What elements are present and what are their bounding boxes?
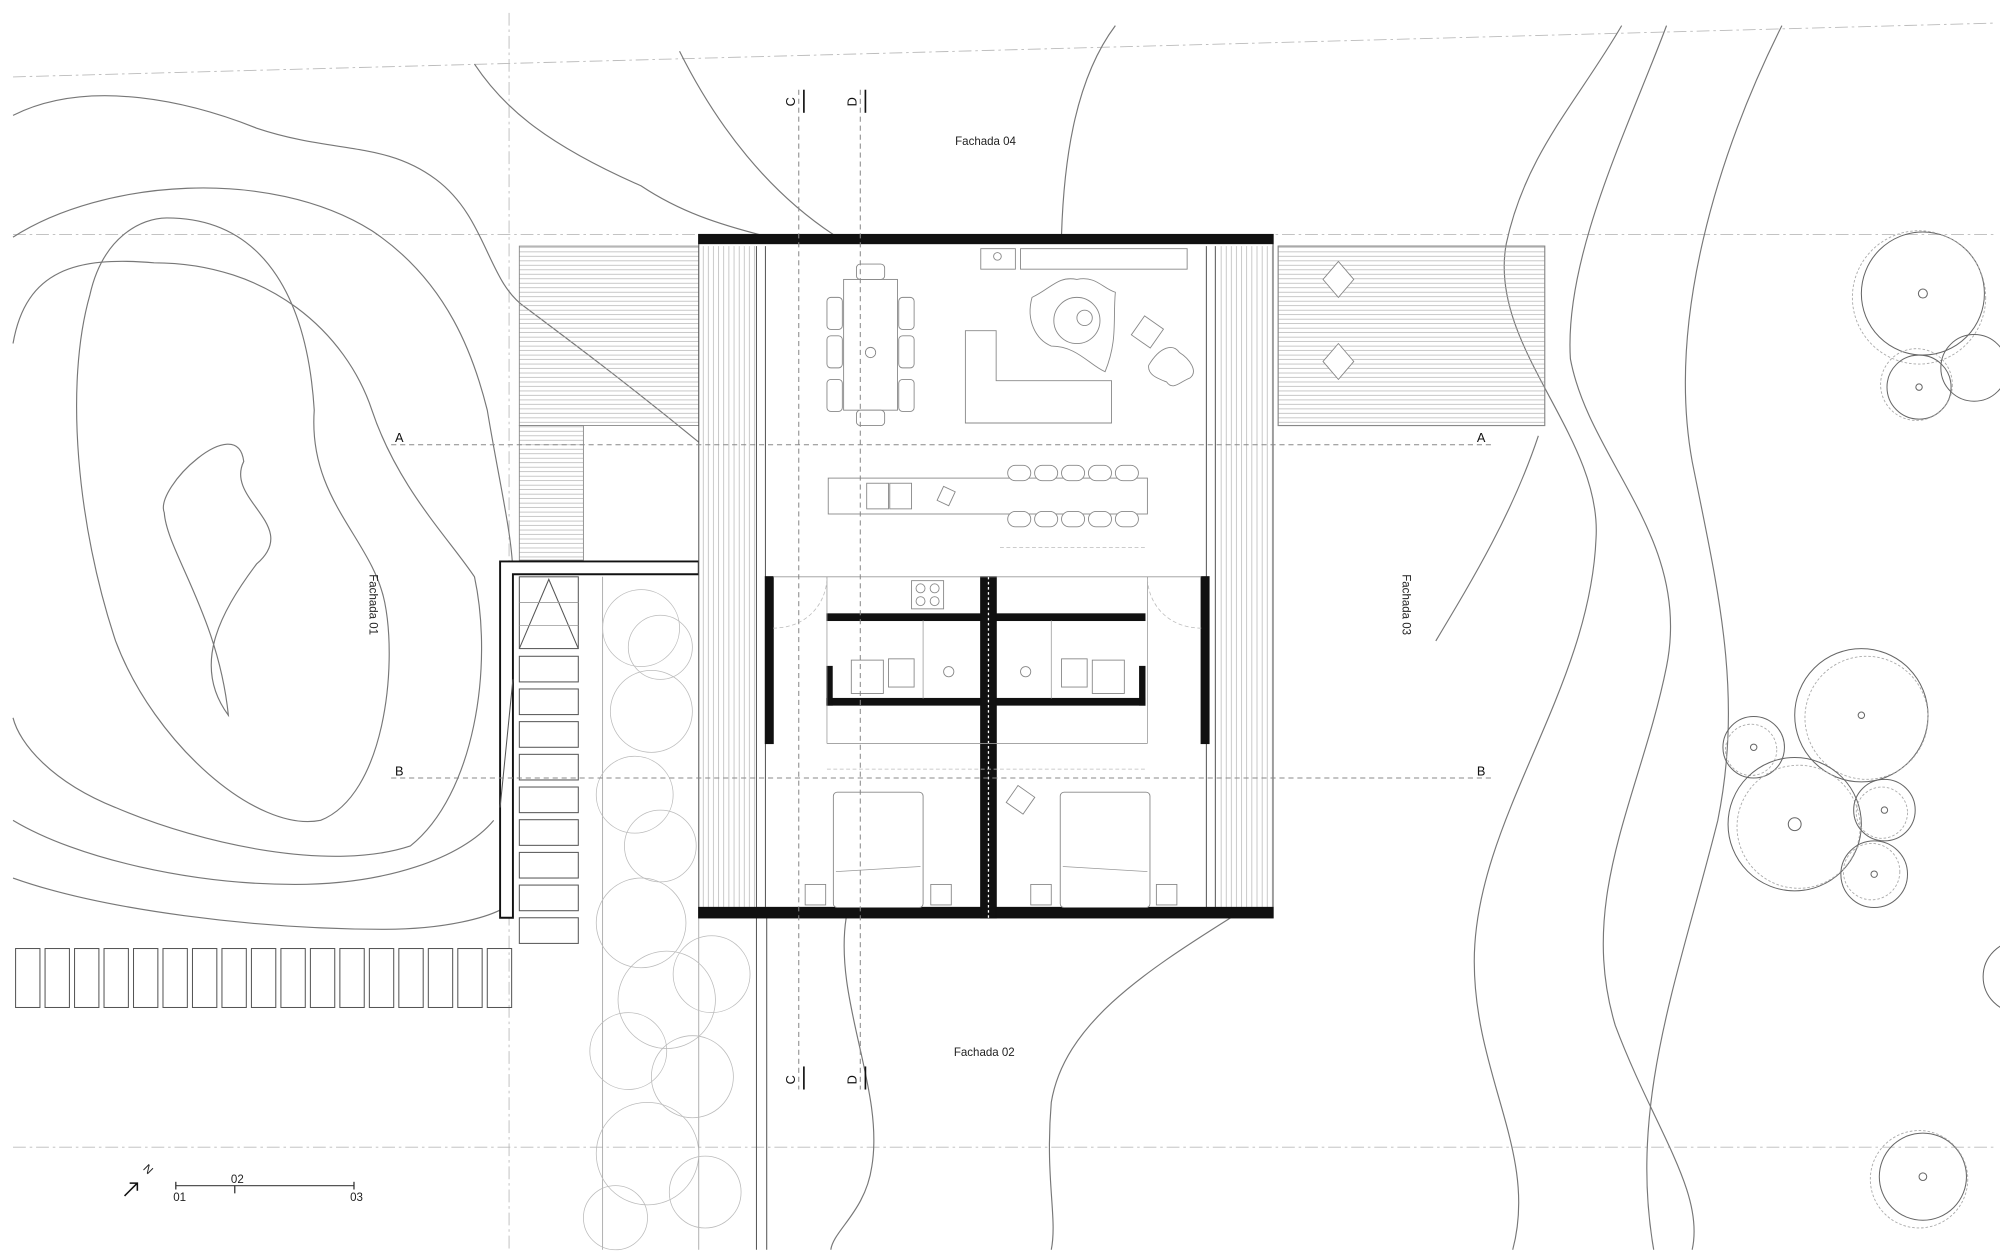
north-label: N <box>140 1163 154 1177</box>
facade-label-01: Fachada 01 <box>366 574 378 635</box>
scale-tick-03: 03 <box>350 1192 363 1204</box>
scale-tick-01: 01 <box>173 1192 186 1204</box>
stair-step <box>518 819 579 846</box>
trees <box>1722 230 2000 1229</box>
north-arrow-icon: N <box>123 1163 155 1197</box>
section-marker-d-bottom: D <box>844 1075 859 1084</box>
parking-space <box>74 948 100 1008</box>
scale-bar: 01 02 03 <box>173 1174 363 1204</box>
bar-stool <box>1087 510 1112 528</box>
parking-space <box>162 948 188 1008</box>
facade-label-02: Fachada 02 <box>954 1047 1015 1059</box>
section-lines: A A B B C D C D <box>391 89 1494 1090</box>
stair-step <box>518 851 579 879</box>
scale-tick-02: 02 <box>231 1174 244 1186</box>
parking-space <box>368 948 395 1008</box>
section-marker-c-bottom: C <box>783 1075 798 1084</box>
parking-space <box>309 948 336 1008</box>
stair-step <box>518 655 579 683</box>
parking-space <box>398 948 424 1008</box>
garden-path <box>583 576 768 1251</box>
parking-space <box>486 948 513 1008</box>
parking-space <box>250 948 277 1008</box>
section-marker-b-right: B <box>1477 763 1486 778</box>
parking-space <box>44 948 70 1008</box>
parking-space <box>280 948 306 1008</box>
section-marker-d-top: D <box>844 97 859 106</box>
bar-stool <box>1007 464 1032 482</box>
bar-stool <box>1114 510 1139 528</box>
stair-step <box>518 721 579 748</box>
facade-label-03: Fachada 03 <box>1399 574 1411 635</box>
parking-space <box>339 948 365 1008</box>
facade-label-04: Fachada 04 <box>955 136 1016 148</box>
stair-step <box>518 917 579 944</box>
bar-stool <box>1034 464 1059 482</box>
stair-step <box>518 786 579 814</box>
decks <box>518 245 1546 561</box>
stair-step <box>518 884 579 912</box>
house <box>698 233 1274 919</box>
bar-stool <box>1114 464 1139 482</box>
topographic-contours <box>12 25 1783 1250</box>
bar-stool <box>1061 510 1086 528</box>
section-marker-c-top: C <box>783 97 798 106</box>
bar-stool <box>1007 510 1032 528</box>
stair-step <box>518 688 579 716</box>
parking-space <box>427 948 454 1008</box>
section-marker-a-right: A <box>1477 430 1486 445</box>
parking-spaces <box>15 948 513 1008</box>
parking-space <box>103 948 129 1008</box>
section-marker-b-left: B <box>395 763 404 778</box>
parking-space <box>15 948 41 1008</box>
parking-space <box>132 948 159 1008</box>
parking-space <box>457 948 483 1008</box>
parking-space <box>191 948 218 1008</box>
bar-stool <box>1034 510 1059 528</box>
steps <box>518 655 579 944</box>
bar-stool <box>1061 464 1086 482</box>
section-marker-a-left: A <box>395 430 404 445</box>
stair-step <box>518 753 579 781</box>
entry-stairs <box>499 560 700 919</box>
bar-stool <box>1087 464 1112 482</box>
parking-space <box>221 948 247 1008</box>
